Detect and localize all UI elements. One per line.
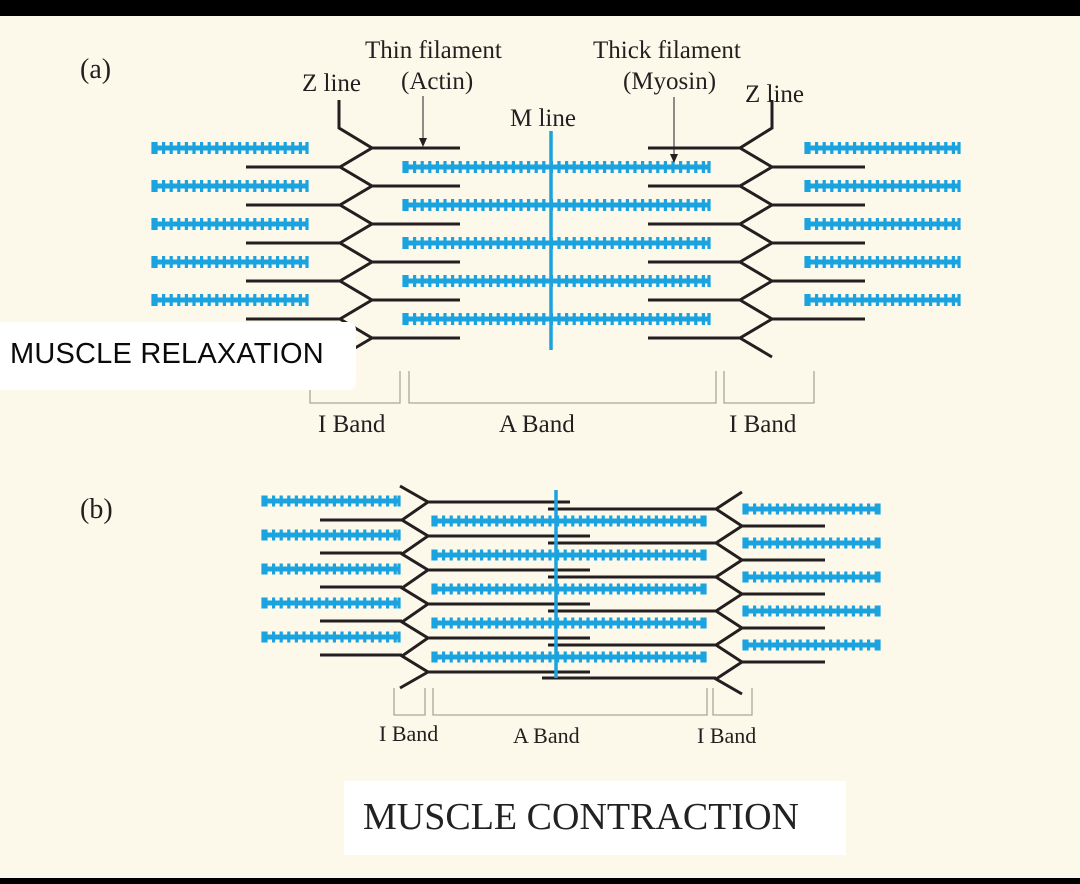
relaxation-caption-box (0, 322, 356, 390)
thick-filament-right (804, 294, 961, 306)
thick-filament-right (804, 256, 961, 268)
i-band-left-bracket (393, 688, 426, 716)
thick-filament-center (402, 313, 711, 325)
z-line-right-label: Z line (745, 81, 804, 108)
a-band-bracket (408, 371, 717, 404)
thick-filament-left (261, 597, 401, 609)
actin-label: (Actin) (401, 68, 473, 95)
m-line-label: M line (510, 105, 576, 132)
z-line-left (337, 100, 375, 340)
panel-a-relaxed-sarcomere (151, 96, 961, 404)
panel-b-contracted-sarcomere (261, 484, 881, 716)
thick-filament-left (151, 218, 309, 230)
myosin-pointer-arrowhead (670, 154, 678, 163)
thick-filament-center (431, 515, 707, 527)
thick-filament-left (151, 256, 309, 268)
thick-filament-center (402, 237, 711, 249)
thick-filament-center (431, 617, 707, 629)
panel-b-i-band-right-label: I Band (697, 723, 756, 748)
thick-filament-center (431, 549, 707, 561)
thick-filament-right (742, 571, 881, 583)
panel-b-i-band-left-label: I Band (379, 721, 438, 746)
thick-filament-center (402, 199, 711, 211)
thick-filament-right (742, 503, 881, 515)
thick-filament-center (431, 583, 707, 595)
thick-filament-left (151, 180, 309, 192)
z-line-right (713, 490, 745, 696)
panel-b-tag: (b) (80, 494, 113, 525)
thick-filament-label: Thick filament (593, 37, 741, 64)
myosin-label: (Myosin) (623, 68, 716, 95)
panel-b-a-band-label: A Band (513, 723, 580, 748)
panel-a-i-band-left-label: I Band (318, 411, 386, 438)
i-band-right-bracket (723, 371, 815, 404)
thick-filament-left (261, 631, 401, 643)
thick-filament-left (261, 495, 401, 507)
panel-a-tag: (a) (80, 54, 111, 85)
diagram-canvas (0, 16, 1080, 878)
i-band-right-bracket (712, 688, 753, 716)
thick-filament-right (804, 142, 961, 154)
thick-filament-right (804, 218, 961, 230)
thick-filament-left (261, 563, 401, 575)
contraction-caption-box (344, 781, 846, 855)
thick-filament-left (261, 529, 401, 541)
thick-filament-center (402, 275, 711, 287)
thick-filament-left (151, 294, 309, 306)
actin-pointer-arrowhead (419, 138, 427, 147)
panel-a-a-band-label: A Band (499, 411, 575, 438)
relaxation-caption: MUSCLE RELAXATION (10, 338, 324, 370)
thick-filament-right (742, 605, 881, 617)
thick-filament-right (742, 639, 881, 651)
a-band-bracket (432, 688, 708, 716)
thick-filament-center (431, 651, 707, 663)
thick-filament-right (804, 180, 961, 192)
thick-filament-right (742, 537, 881, 549)
thin-filament-label: Thin filament (365, 37, 502, 64)
z-line-left (399, 484, 431, 690)
z-line-left-label: Z line (302, 70, 361, 97)
contraction-caption: MUSCLE CONTRACTION (363, 796, 799, 838)
thick-filament-center (402, 161, 711, 173)
panel-a-i-band-right-label: I Band (729, 411, 797, 438)
z-line-right (737, 100, 775, 359)
thick-filament-left (151, 142, 309, 154)
